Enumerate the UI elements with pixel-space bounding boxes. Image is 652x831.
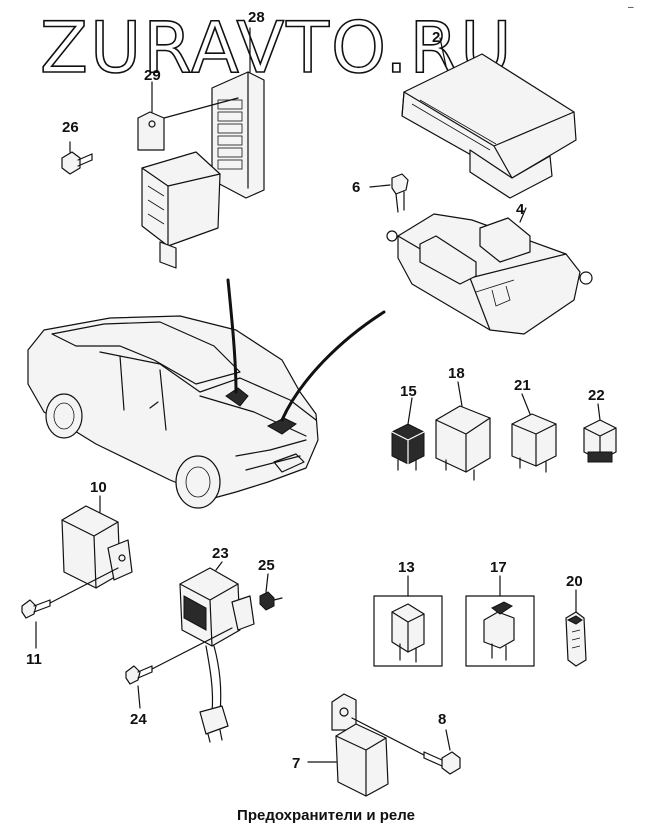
part-11-screw [21, 567, 119, 619]
callout-10: 10 [90, 479, 107, 496]
callout-4: 4 [516, 201, 525, 218]
part-8-bolt [351, 717, 461, 775]
callout-leaders [35, 81, 601, 763]
callout-8: 8 [438, 711, 446, 728]
callout-21: 21 [514, 377, 531, 394]
part-29-module-bracket [137, 97, 239, 269]
part-6-bolt [369, 173, 409, 213]
part-13-fuse [373, 595, 443, 667]
part-24-screw [125, 627, 233, 685]
diagram-caption: Предохранители и реле [237, 807, 415, 824]
car-illustration [27, 315, 319, 509]
part-10-module [61, 505, 133, 589]
callout-22: 22 [588, 387, 605, 404]
callout-11: 11 [26, 651, 42, 668]
callout-29: 29 [144, 67, 161, 84]
watermark: ZURAVTO.RU [40, 7, 513, 89]
part-23-module-harness [179, 567, 255, 743]
part-22-relay [583, 419, 617, 463]
part-15-relay [391, 423, 425, 471]
callout-23: 23 [212, 545, 229, 562]
corner-mark: – [628, 2, 634, 13]
callout-28: 28 [248, 9, 265, 26]
part-2-fuse-box-cover [401, 37, 577, 199]
part-4-fuse-box-base [386, 207, 593, 335]
callout-17: 17 [490, 559, 507, 576]
callout-26: 26 [62, 119, 79, 136]
part-26-screw [61, 141, 93, 175]
callout-24: 24 [130, 711, 147, 728]
part-17-fuse [465, 595, 535, 667]
callout-20: 20 [566, 573, 583, 590]
callout-25: 25 [258, 557, 275, 574]
callout-13: 13 [398, 559, 415, 576]
leader-line-interior [226, 278, 238, 394]
part-18-relay [435, 405, 491, 481]
part-7-module [331, 693, 389, 797]
part-25-clip [259, 591, 283, 611]
callout-2: 2 [432, 29, 440, 46]
callout-15: 15 [400, 383, 417, 400]
leader-line-engine [280, 310, 386, 422]
callout-18: 18 [448, 365, 465, 382]
part-20-fuse-puller [565, 611, 587, 667]
part-21-relay [511, 413, 557, 473]
callout-7: 7 [292, 755, 300, 772]
callout-6: 6 [352, 179, 360, 196]
